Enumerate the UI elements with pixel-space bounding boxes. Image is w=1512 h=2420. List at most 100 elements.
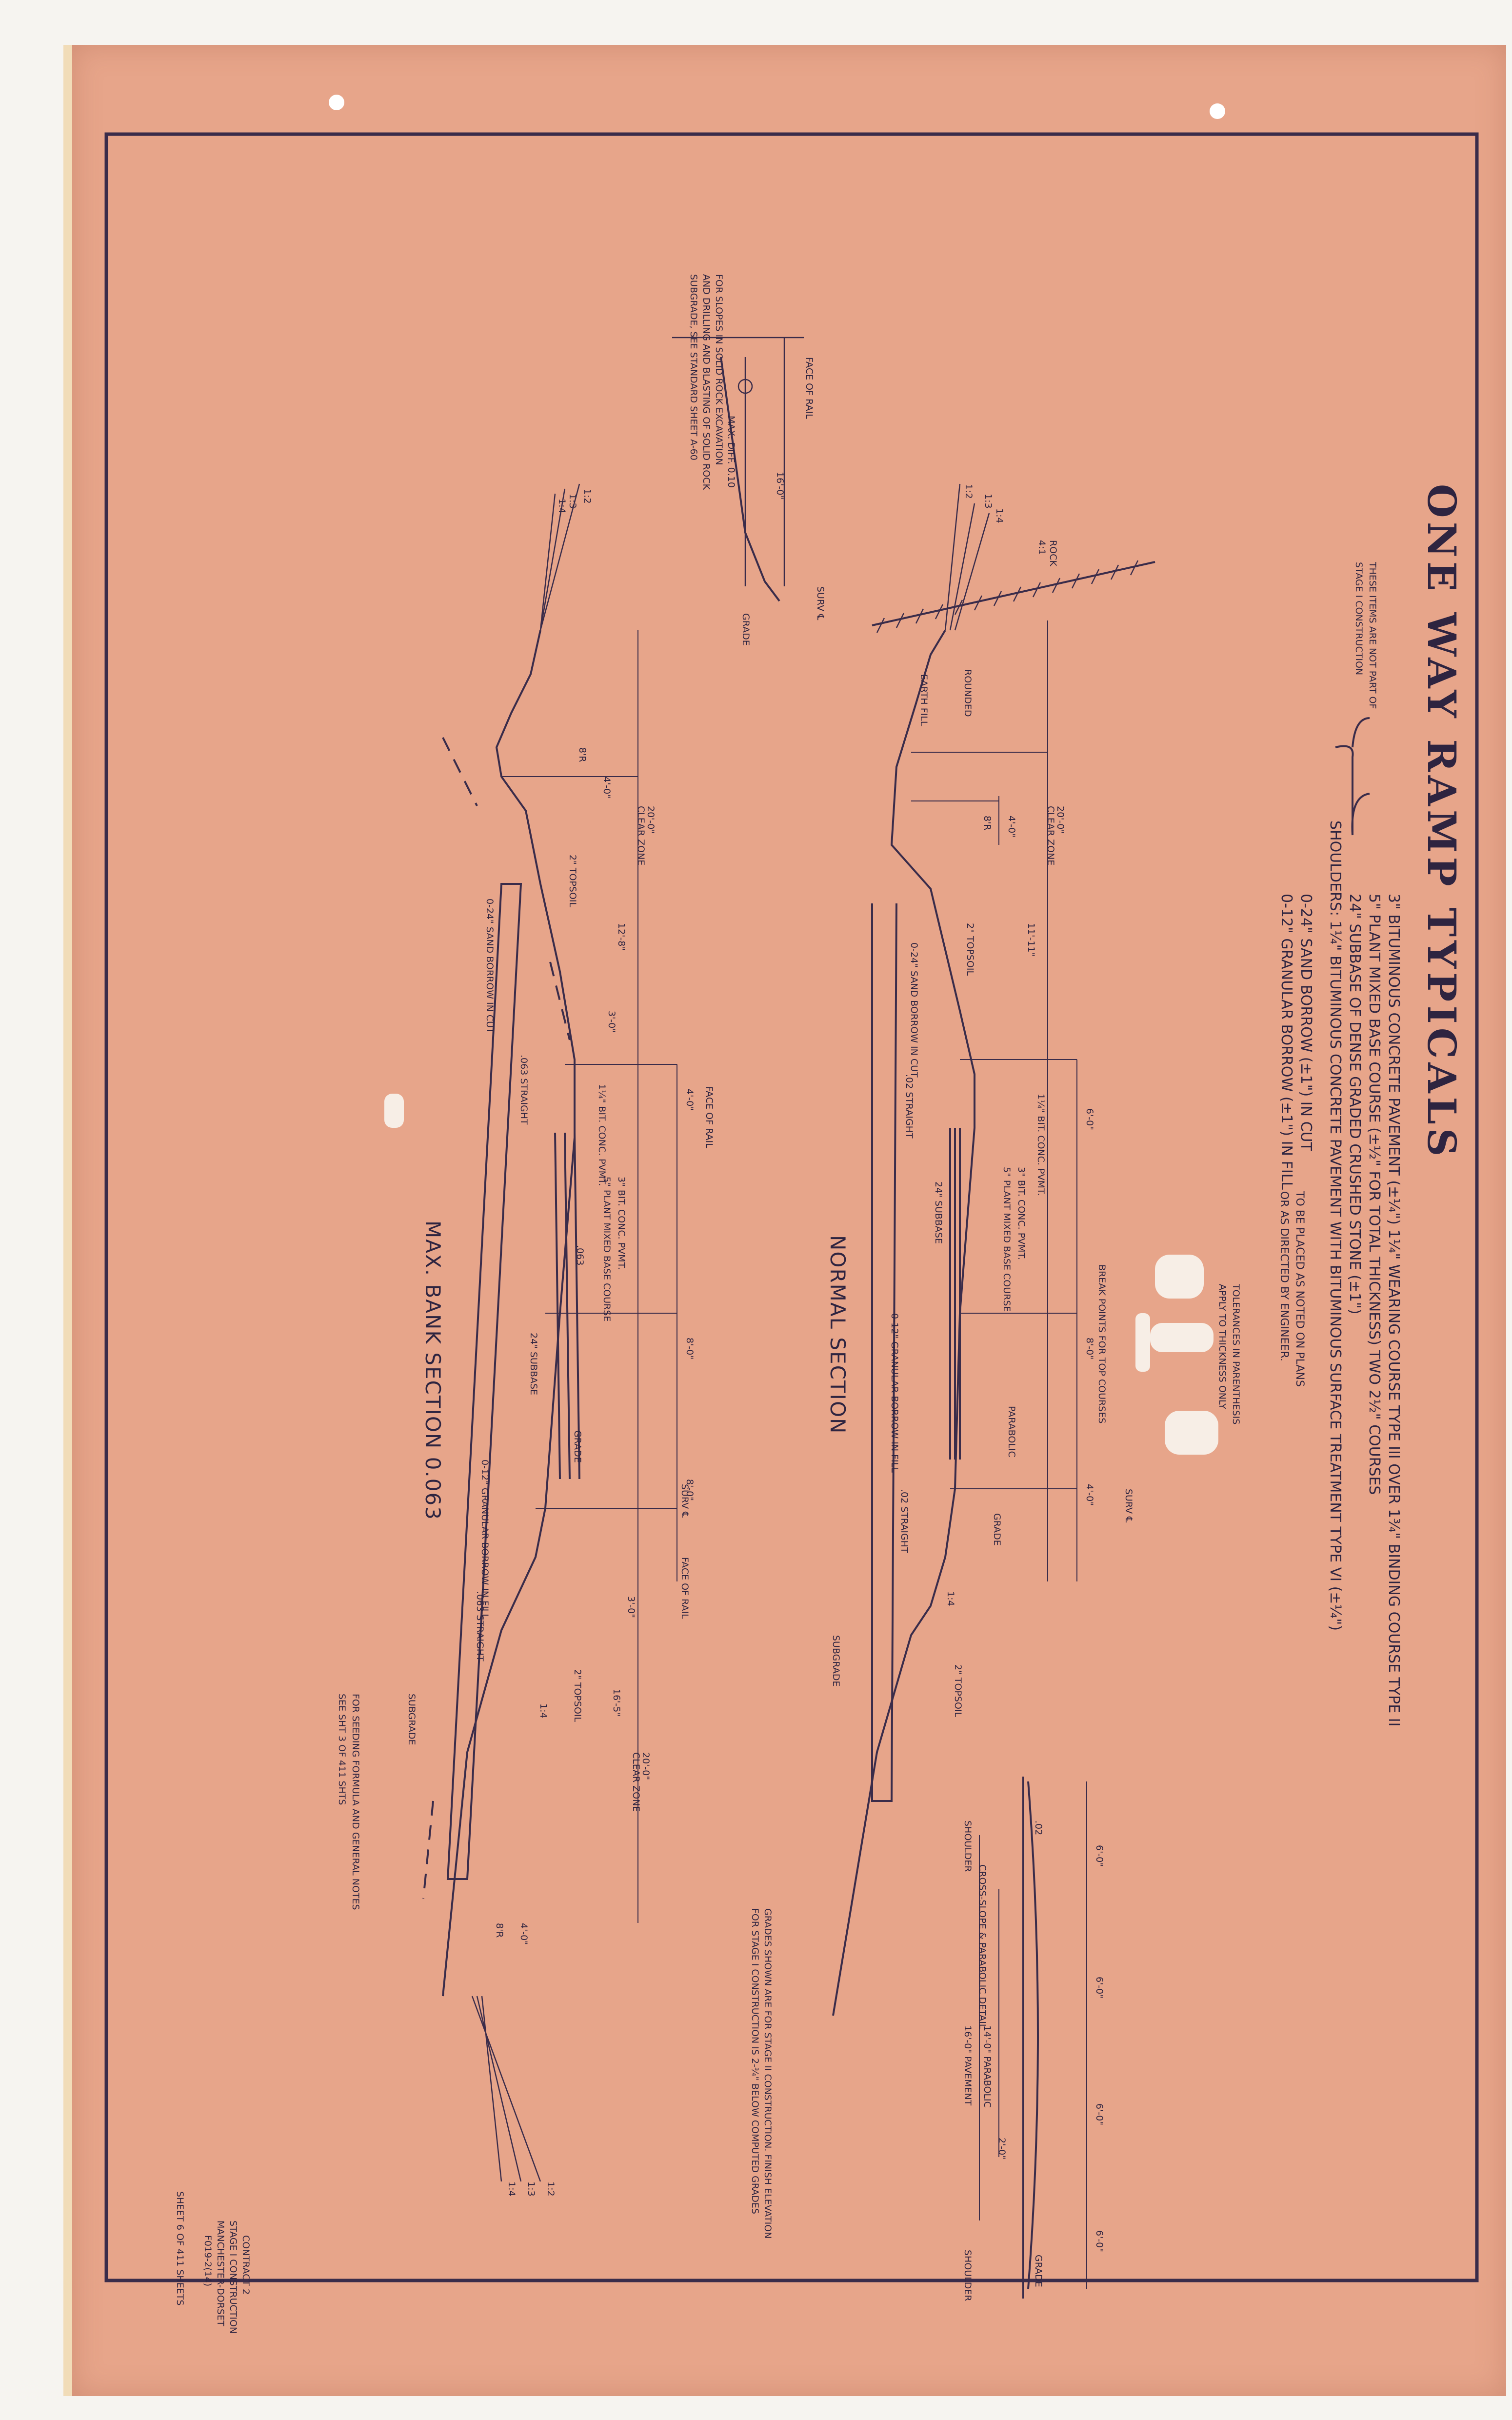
cross-parabolic-14: 14'-0" PARABOLIC (982, 2025, 993, 2108)
bank-face-rail-2: FACE OF RAIL (679, 1557, 690, 1619)
normal-ditch-radius: 8'R (982, 816, 993, 831)
normal-straight-02: .02 STRAIGHT (904, 1074, 915, 1139)
cross-dim-6b: 6'-0" (1094, 1977, 1105, 1999)
normal-slope-14: 1:4 (945, 1591, 956, 1606)
slope-14-label: 1:4 (994, 508, 1005, 523)
normal-straight-02b: .02 STRAIGHT (899, 1489, 910, 1553)
rock-hatch (876, 560, 1139, 633)
bank-plant-mixed: 5" PLANT MIXED BASE COURSE (601, 1177, 612, 1321)
face-of-rail-label: FACE OF RAIL (804, 357, 815, 419)
placement-note: TO BE PLACED AS NOTED ON PLANS (1293, 1191, 1306, 1387)
cross-dim-6c: 6'-0" (1094, 2103, 1105, 2125)
max-bank-layer (554, 1132, 561, 1480)
bank-dim-3: 3'-0" (606, 1011, 617, 1033)
rock-note-1: FOR SLOPES IN SOLID ROCK EXCAVATION (714, 274, 724, 465)
dim-16ft: 16'-0" (775, 472, 785, 500)
stage-label: STAGE I CONSTRUCTION (228, 2220, 239, 2334)
normal-section-grade (832, 629, 975, 2016)
bank-granular-borrow: 0-12" GRANULAR BORROW IN FILL (479, 1460, 490, 1619)
paper-blot (1150, 1323, 1214, 1352)
normal-dim-20: 20'-0" (1055, 806, 1066, 834)
tolerance-note-2: APPLY TO THICKNESS ONLY (1217, 1284, 1228, 1409)
seeding-note-1: FOR SEEDING FORMULA AND GENERAL NOTES (350, 1694, 361, 1910)
surv-label: SURV ℄ (815, 586, 826, 620)
bank-slope-13: 1:3 (567, 494, 578, 509)
paper-blot (1135, 1313, 1150, 1372)
max-bank-dash (442, 737, 478, 806)
rock-note-2: AND DRILLING AND BLASTING OF SOLID ROCK (701, 274, 712, 490)
bank-subbase: 24" SUBBASE (528, 1333, 539, 1395)
max-bank-title: MAX. BANK SECTION 0.063 (421, 1220, 445, 1520)
normal-bit-conc-pvmt: 1¼" BIT. CONC. PVMT. (1035, 1094, 1046, 1196)
tolerance-note-1: TOLERANCES IN PARENTHESIS (1231, 1283, 1241, 1424)
bank-slope-line (539, 483, 580, 631)
rock-ratio-label: 4:1 (1036, 540, 1047, 555)
bank-dim-16-5: 16'-5" (611, 1689, 622, 1717)
normal-topsoil: 2" TOPSOIL (965, 923, 975, 976)
normal-subgrade: SUBGRADE (831, 1635, 841, 1686)
bank-three-bit: 3" BIT. CONC. PVMT. (616, 1177, 627, 1270)
normal-plant-mixed: 5" PLANT MIXED BASE COURSE (1001, 1167, 1012, 1312)
normal-rounded: ROUNDED (962, 669, 973, 717)
bank-face-of-rail: FACE OF RAIL (704, 1086, 715, 1148)
spec-brace-top (1352, 717, 1370, 748)
bank-end-slope (481, 1996, 502, 2182)
bank-dim-8a: 8'-0" (684, 1338, 695, 1360)
bank-slope-line (539, 493, 556, 631)
bank-end-14: 1:4 (506, 2181, 517, 2197)
paper-blot (384, 1094, 404, 1128)
rock-line (872, 561, 1155, 626)
bank-bit-conc: 1¼" BIT. CONC. PVMT. (597, 1084, 607, 1186)
normal-surv: SURV ℄ (1123, 1489, 1134, 1523)
normal-earth-fill: EARTH FILL (918, 674, 929, 726)
drawing-title: ONE WAY RAMP TYPICALS (1419, 484, 1465, 1160)
normal-dim-8: 8'-0" (1084, 1338, 1095, 1360)
normal-topsoil-b: 2" TOPSOIL (953, 1664, 963, 1718)
normal-subbase: 24" SUBBASE (933, 1181, 944, 1244)
bank-dim-20b: 20'-0" (640, 1752, 651, 1780)
bank-dim-12: 12'-8" (616, 923, 627, 951)
slope-12-label: 1:2 (963, 484, 974, 499)
title-block-rotated: ONE WAY RAMP TYPICALS (1419, 484, 1465, 1160)
bank-slope-12: 1:2 (582, 489, 593, 504)
bank-topsoil-b: 2" TOPSOIL (572, 1669, 583, 1722)
max-bank-layer (574, 1132, 580, 1480)
drawing-sheet: ONE WAY RAMP TYPICALS 3" BITUMINOUS CONC… (63, 45, 1506, 2396)
max-bank-dash (549, 961, 571, 1040)
bank-end-slope (476, 1996, 522, 2182)
normal-dim-4: 4'-0" (1006, 816, 1017, 838)
bank-ditch: 8'R (577, 747, 588, 762)
rock-label: ROCK (1048, 540, 1058, 566)
cross-slope-title: CROSS-SLOPE & PARABOLIC DETAIL (977, 1864, 988, 2029)
seeding-note-2: SEE SHT 3 OF 411 SHTS (337, 1694, 347, 1805)
slope-line (944, 483, 961, 631)
cross-slope-parabola (1027, 1781, 1039, 2289)
stage-note-2: STAGE I CONSTRUCTION (1353, 562, 1364, 675)
spec-line-2: 5" PLANT MIXED BASE COURSE (±½" FOR TOTA… (1366, 894, 1383, 1495)
normal-sand-borrow: 0-24" SAND BORROW IN CUT (909, 942, 919, 1078)
punch-hole (1210, 103, 1225, 119)
grades-note-1: GRADES SHOWN ARE FOR STAGE II CONSTRUCTI… (762, 1908, 773, 2239)
normal-dim-6a: 6'-0" (1084, 1108, 1095, 1130)
bank-slope-line (539, 488, 566, 631)
cross-dim-2: 2'-0" (996, 2138, 1007, 2160)
normal-parabolic: PARABOLIC (1006, 1406, 1017, 1458)
bank-sand-borrow: 0-24" SAND BORROW IN CUT (484, 899, 495, 1034)
normal-section-subgrade (871, 903, 897, 1802)
bank-straight-063b: .063 STRAIGHT (475, 1591, 485, 1661)
max-bank-subgrade (446, 883, 522, 1880)
bank-dim-3b: 3'-0" (626, 1596, 637, 1618)
bank-clear-zone-b: CLEAR ZONE (631, 1752, 641, 1812)
location-label: MANCHESTER-DORSET (215, 2220, 226, 2326)
slope-line (949, 503, 975, 631)
bank-dim-4c: 4'-0" (518, 1923, 529, 1945)
bank-straight-063: .063 STRAIGHT (518, 1055, 529, 1125)
bank-grade: GRADE (572, 1430, 583, 1463)
slope-13-label: 1:3 (983, 494, 994, 509)
bank-topsoil: 2" TOPSOIL (567, 855, 578, 908)
bank-dim-8b: 8'-0" (684, 1479, 695, 1501)
bank-dim-4b: 4'-0" (684, 1089, 695, 1111)
grade-label: GRADE (740, 613, 751, 646)
rock-note-3: SUBGRADE, SEE STANDARD SHEET A-60 (688, 274, 699, 460)
sheet-number: SHEET 6 OF 411 SHEETS (175, 2191, 185, 2305)
